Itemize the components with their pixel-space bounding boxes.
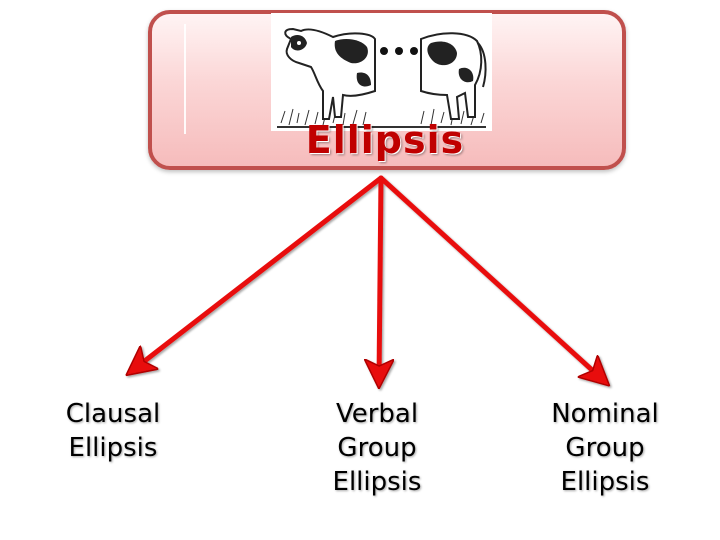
child-node-nominal-group-ellipsis: Nominal Group Ellipsis	[535, 397, 675, 499]
child-label-line: Ellipsis	[535, 465, 675, 499]
child-label-line: Group	[312, 431, 442, 465]
arrow-to-nominal-group-ellipsis	[381, 178, 603, 380]
child-label-line: Nominal	[535, 397, 675, 431]
arrow-to-clausal-ellipsis	[133, 178, 381, 370]
child-node-clausal-ellipsis: Clausal Ellipsis	[48, 397, 178, 465]
child-node-verbal-group-ellipsis: Verbal Group Ellipsis	[312, 397, 442, 499]
child-label-line: Clausal	[48, 397, 178, 431]
child-label-line: Verbal	[312, 397, 442, 431]
child-label-line: Ellipsis	[312, 465, 442, 499]
child-label-line: Ellipsis	[48, 431, 178, 465]
child-label-line: Group	[535, 431, 675, 465]
arrow-to-verbal-group-ellipsis	[379, 178, 381, 380]
